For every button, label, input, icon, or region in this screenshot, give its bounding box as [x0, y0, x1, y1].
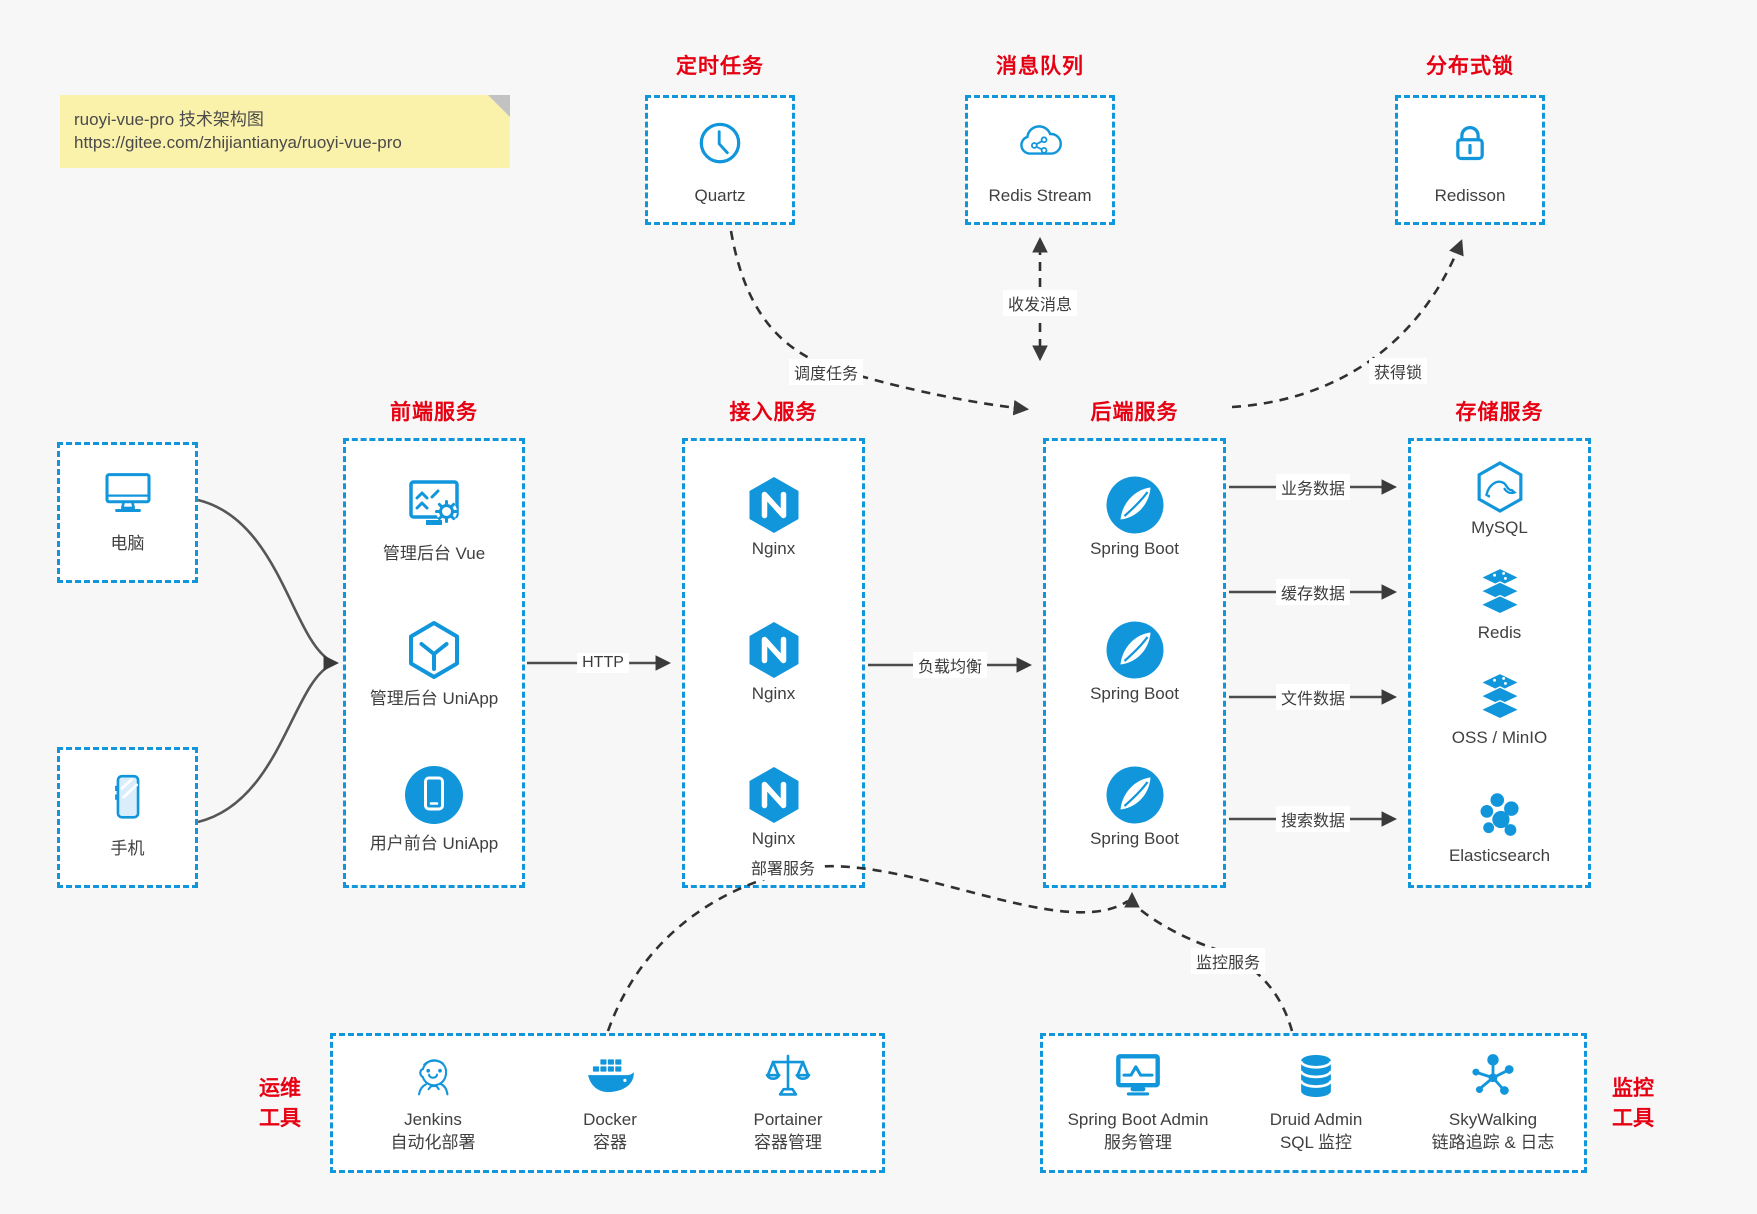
- nginx-icon: [685, 763, 862, 827]
- ops-tools-box: Jenkins 自动化部署 Docker 容器 Portainer 容器管理: [330, 1033, 885, 1173]
- edge-pc-to-frontend: [197, 498, 332, 663]
- admin-vue-label: 管理后台 Vue: [382, 544, 486, 563]
- ops-tools-side-label-line1: 运维: [259, 1077, 301, 1100]
- monitor-tools-side-label-line1: 监控: [1612, 1077, 1654, 1100]
- uniapp-cube-icon: [346, 618, 522, 682]
- pc-client-box: 电脑: [57, 442, 198, 583]
- quartz-label: Quartz: [694, 186, 746, 205]
- spring-boot-icon: [1046, 618, 1223, 682]
- edge-phone-to-frontend: [197, 663, 332, 824]
- mobile-client-box: 手机: [57, 747, 198, 888]
- redis-label: Redis: [1477, 623, 1522, 642]
- gateway-services-box: Nginx Nginx Nginx: [682, 438, 865, 888]
- note-fold: [488, 95, 510, 117]
- jenkins-label: Jenkins: [404, 1110, 462, 1129]
- quartz-box: Quartz: [645, 95, 795, 225]
- redisson-label: Redisson: [1434, 186, 1506, 205]
- docker-sublabel: 容器: [593, 1133, 627, 1152]
- spring-boot-label: Spring Boot: [1090, 829, 1179, 848]
- elasticsearch-icon: [1411, 786, 1588, 844]
- oss-minio-label: OSS / MinIO: [1451, 728, 1548, 747]
- monitor-tools-side-label-line2: 工具: [1612, 1107, 1654, 1130]
- docker-label: Docker: [583, 1110, 637, 1129]
- clock-icon: [648, 117, 792, 169]
- storage-stack-icon: [1411, 668, 1588, 726]
- nginx-label: Nginx: [751, 539, 796, 558]
- edge-label-file-data: 文件数据: [1275, 684, 1351, 710]
- redis-stack-icon: [1411, 563, 1588, 621]
- ops-tools-side-label: 运维 工具: [245, 1074, 315, 1134]
- druid-admin-label: Druid Admin: [1269, 1110, 1363, 1129]
- skywalking-sublabel: 链路追踪 & 日志: [1431, 1133, 1555, 1152]
- spring-boot-icon: [1046, 763, 1223, 827]
- monitor-tools-side-label: 监控 工具: [1598, 1074, 1668, 1134]
- skywalking-label: SkyWalking: [1448, 1110, 1538, 1129]
- monitor-tools-box: Spring Boot Admin 服务管理 Druid Admin SQL 监…: [1040, 1033, 1587, 1173]
- smartphone-icon: [60, 770, 195, 826]
- redis-stream-box: Redis Stream: [965, 95, 1115, 225]
- group-title-frontend-services: 前端服务: [390, 401, 478, 424]
- group-title-gateway-services: 接入服务: [729, 401, 818, 424]
- spring-boot-admin-label: Spring Boot Admin: [1067, 1110, 1209, 1129]
- mysql-label: MySQL: [1471, 518, 1528, 537]
- mobile-client-label: 手机: [110, 839, 145, 858]
- nginx-label: Nginx: [751, 684, 796, 703]
- note-title: ruoyi-vue-pro 技术架构图: [74, 110, 264, 129]
- edge-label-acquire-lock: 获得锁: [1368, 358, 1428, 384]
- group-title-scheduled-task: 定时任务: [676, 55, 764, 78]
- group-title-distributed-lock: 分布式锁: [1426, 55, 1514, 78]
- skywalking-icon: [1404, 1048, 1582, 1104]
- edge-label-search-data: 搜索数据: [1275, 806, 1351, 832]
- user-uniapp-label: 用户前台 UniApp: [369, 834, 499, 853]
- group-title-storage-services: 存储服务: [1455, 401, 1544, 424]
- spring-boot-label: Spring Boot: [1090, 539, 1179, 558]
- edge-label-load-balance: 负载均衡: [912, 652, 988, 678]
- pc-client-label: 电脑: [110, 534, 145, 553]
- redisson-box: Redisson: [1395, 95, 1545, 225]
- admin-uniapp-label: 管理后台 UniApp: [369, 689, 499, 708]
- storage-services-box: MySQL Redis OSS / MinIO Elasticsearch: [1408, 438, 1591, 888]
- spring-boot-admin-icon: [1049, 1048, 1227, 1104]
- note-url: https://gitee.com/zhijiantianya/ruoyi-vu…: [74, 133, 402, 152]
- edge-label-monitor-service: 监控服务: [1190, 948, 1266, 974]
- docker-icon: [521, 1048, 699, 1104]
- nginx-label: Nginx: [751, 829, 796, 848]
- edge-label-send-receive-message: 收发消息: [1002, 290, 1078, 316]
- edge-label-deploy-service: 部署服务: [745, 854, 821, 880]
- edge-label-http: HTTP: [577, 653, 629, 673]
- elasticsearch-label: Elasticsearch: [1448, 846, 1551, 865]
- spring-boot-label: Spring Boot: [1090, 684, 1179, 703]
- redis-stream-cloud-icon: [968, 117, 1112, 169]
- ops-tools-side-label-line2: 工具: [259, 1107, 301, 1130]
- edge-label-schedule-task: 调度任务: [788, 359, 864, 385]
- desktop-icon: [60, 465, 195, 521]
- druid-icon: [1227, 1048, 1405, 1104]
- group-title-backend-services: 后端服务: [1090, 401, 1179, 424]
- group-title-message-queue: 消息队列: [996, 55, 1084, 78]
- edge-deploy-service: [606, 864, 1129, 1032]
- backend-services-box: Spring Boot Spring Boot Spring Boot: [1043, 438, 1226, 888]
- user-app-icon: [346, 763, 522, 827]
- spring-boot-icon: [1046, 473, 1223, 537]
- nginx-icon: [685, 618, 862, 682]
- jenkins-sublabel: 自动化部署: [390, 1133, 476, 1152]
- druid-admin-sublabel: SQL 监控: [1279, 1133, 1353, 1152]
- admin-vue-icon: [346, 473, 522, 537]
- sticky-note: ruoyi-vue-pro 技术架构图 https://gitee.com/zh…: [60, 95, 510, 168]
- nginx-icon: [685, 473, 862, 537]
- portainer-label: Portainer: [753, 1110, 823, 1129]
- portainer-icon: [699, 1048, 877, 1104]
- edge-label-cache-data: 缓存数据: [1275, 579, 1351, 605]
- edge-schedule-task: [729, 230, 1030, 416]
- spring-boot-admin-sublabel: 服务管理: [1104, 1133, 1172, 1152]
- frontend-services-box: 管理后台 Vue 管理后台 UniApp 用户前台 UniApp: [343, 438, 525, 888]
- jenkins-icon: [344, 1048, 522, 1104]
- lock-icon: [1398, 117, 1542, 169]
- mysql-icon: [1411, 458, 1588, 516]
- portainer-sublabel: 容器管理: [754, 1133, 822, 1152]
- edge-label-business-data: 业务数据: [1275, 474, 1351, 500]
- redis-stream-label: Redis Stream: [988, 186, 1092, 205]
